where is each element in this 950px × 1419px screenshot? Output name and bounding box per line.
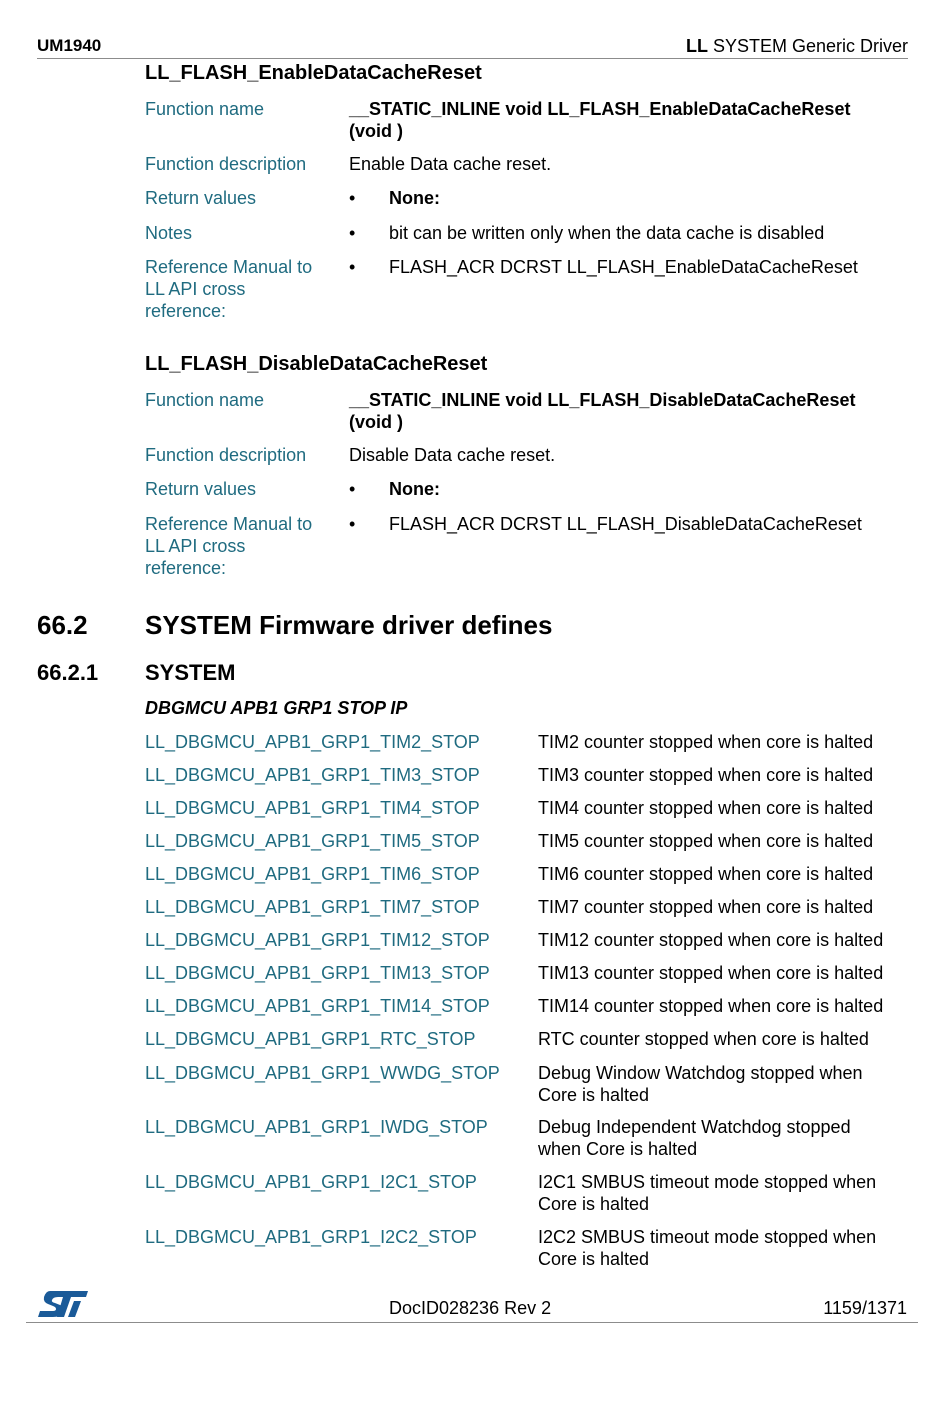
section-number: 66.2	[37, 610, 88, 640]
section-title: SYSTEM Firmware driver defines	[145, 610, 553, 640]
define-desc-line1: RTC counter stopped when core is halted	[538, 1029, 869, 1049]
bullet-icon: •	[349, 514, 356, 534]
define-description: TIM3 counter stopped when core is halted	[538, 764, 910, 786]
define-name: LL_DBGMCU_APB1_GRP1_TIM3_STOP	[145, 765, 480, 785]
reference-label-line2: LL API cross	[145, 536, 246, 556]
define-desc-line1: Debug Window Watchdog stopped when	[538, 1063, 863, 1083]
function-description-label: Function description	[145, 445, 307, 465]
define-description: TIM5 counter stopped when core is halted	[538, 830, 910, 852]
define-desc-line2: when Core is halted	[538, 1139, 698, 1159]
function-description-label: Function description	[145, 154, 307, 174]
notes-label: Notes	[145, 223, 193, 243]
reference-label-line1: Reference Manual to	[145, 514, 313, 534]
function-name-line2: (void )	[349, 121, 403, 141]
bullet-icon: •	[349, 257, 356, 277]
define-description: TIM12 counter stopped when core is halte…	[538, 929, 910, 951]
reference-label: Reference Manual to LL API cross referen…	[145, 513, 340, 579]
function-name-line1: __STATIC_INLINE void LL_FLASH_DisableDat…	[349, 390, 856, 410]
define-desc-line2: Core is halted	[538, 1194, 650, 1214]
define-desc-line1: TIM2 counter stopped when core is halted	[538, 732, 874, 752]
function-name-line1: __STATIC_INLINE void LL_FLASH_EnableData…	[349, 99, 851, 119]
define-desc-line2: Core is halted	[538, 1085, 650, 1105]
define-description: TIM4 counter stopped when core is halted	[538, 797, 910, 819]
define-name: LL_DBGMCU_APB1_GRP1_IWDG_STOP	[145, 1117, 488, 1137]
define-desc-line1: TIM5 counter stopped when core is halted	[538, 831, 874, 851]
reference-value: FLASH_ACR DCRST LL_FLASH_DisableDataCach…	[389, 514, 862, 534]
function-name-value: __STATIC_INLINE void LL_FLASH_EnableData…	[349, 98, 909, 142]
define-name: LL_DBGMCU_APB1_GRP1_I2C1_STOP	[145, 1172, 477, 1192]
function-title-disable-reset: LL_FLASH_DisableDataCacheReset	[145, 353, 488, 375]
define-desc-line1: TIM3 counter stopped when core is halted	[538, 765, 874, 785]
reference-label-line3: reference:	[145, 558, 227, 578]
page-header: UM1940 LL SYSTEM Generic Driver	[37, 34, 908, 59]
define-name: LL_DBGMCU_APB1_GRP1_TIM13_STOP	[145, 963, 490, 983]
define-description: RTC counter stopped when core is halted	[538, 1028, 910, 1050]
bullet-icon: •	[349, 223, 356, 243]
header-section-prefix: LL	[685, 36, 708, 56]
define-name: LL_DBGMCU_APB1_GRP1_TIM2_STOP	[145, 732, 480, 752]
define-name: LL_DBGMCU_APB1_GRP1_TIM5_STOP	[145, 831, 480, 851]
return-values-label: Return values	[145, 479, 257, 499]
return-values-label: Return values	[145, 188, 257, 208]
group-title: DBGMCU APB1 GRP1 STOP IP	[145, 698, 408, 718]
define-desc-line1: TIM14 counter stopped when core is halte…	[538, 996, 884, 1016]
bullet-icon: •	[349, 479, 356, 499]
reference-label-line2: LL API cross	[145, 279, 246, 299]
doc-id: DocID028236 Rev 2	[389, 1298, 552, 1318]
function-name-label: Function name	[145, 390, 265, 410]
define-desc-line2: Core is halted	[538, 1249, 650, 1269]
reference-label: Reference Manual to LL API cross referen…	[145, 256, 340, 322]
define-name: LL_DBGMCU_APB1_GRP1_WWDG_STOP	[145, 1063, 500, 1083]
subsection-number: 66.2.1	[37, 660, 99, 685]
define-name: LL_DBGMCU_APB1_GRP1_I2C2_STOP	[145, 1227, 477, 1247]
reference-label-line3: reference:	[145, 301, 227, 321]
define-desc-line1: TIM7 counter stopped when core is halted	[538, 897, 874, 917]
function-description-value: Enable Data cache reset.	[349, 154, 552, 174]
reference-value: FLASH_ACR DCRST LL_FLASH_EnableDataCache…	[389, 257, 858, 277]
define-description: TIM6 counter stopped when core is halted	[538, 863, 910, 885]
define-desc-line1: TIM13 counter stopped when core is halte…	[538, 963, 884, 983]
define-desc-line1: I2C2 SMBUS timeout mode stopped when	[538, 1227, 877, 1247]
function-name-label: Function name	[145, 99, 265, 119]
return-value: None:	[389, 479, 440, 499]
function-description-value: Disable Data cache reset.	[349, 445, 556, 465]
define-desc-line1: TIM12 counter stopped when core is halte…	[538, 930, 884, 950]
doc-code: UM1940	[37, 36, 102, 55]
st-logo-icon	[38, 1291, 88, 1317]
define-name: LL_DBGMCU_APB1_GRP1_TIM14_STOP	[145, 996, 490, 1016]
define-desc-line1: I2C1 SMBUS timeout mode stopped when	[538, 1172, 877, 1192]
define-desc-line1: Debug Independent Watchdog stopped	[538, 1117, 851, 1137]
subsection-title: SYSTEM	[145, 660, 236, 685]
define-description: TIM13 counter stopped when core is halte…	[538, 962, 910, 984]
page-footer: DocID028236 Rev 2 1159/1371	[26, 1288, 918, 1323]
page-number: 1159/1371	[823, 1298, 907, 1318]
define-name: LL_DBGMCU_APB1_GRP1_TIM6_STOP	[145, 864, 480, 884]
header-section-rest: SYSTEM Generic Driver	[707, 36, 908, 56]
define-description: TIM7 counter stopped when core is halted	[538, 896, 910, 918]
header-section-title: LL SYSTEM Generic Driver	[686, 36, 908, 57]
reference-label-line1: Reference Manual to	[145, 257, 313, 277]
define-desc-line1: TIM4 counter stopped when core is halted	[538, 798, 874, 818]
define-description: TIM2 counter stopped when core is halted	[538, 731, 910, 753]
define-name: LL_DBGMCU_APB1_GRP1_TIM12_STOP	[145, 930, 490, 950]
define-name: LL_DBGMCU_APB1_GRP1_TIM4_STOP	[145, 798, 480, 818]
define-description: TIM14 counter stopped when core is halte…	[538, 995, 910, 1017]
bullet-icon: •	[349, 188, 356, 208]
define-name: LL_DBGMCU_APB1_GRP1_RTC_STOP	[145, 1029, 476, 1049]
define-name: LL_DBGMCU_APB1_GRP1_TIM7_STOP	[145, 897, 480, 917]
define-desc-line1: TIM6 counter stopped when core is halted	[538, 864, 874, 884]
function-name-value: __STATIC_INLINE void LL_FLASH_DisableDat…	[349, 389, 909, 433]
function-name-line2: (void )	[349, 412, 403, 432]
function-title-enable-reset: LL_FLASH_EnableDataCacheReset	[145, 62, 482, 84]
return-value: None:	[389, 188, 440, 208]
note-text: bit can be written only when the data ca…	[389, 223, 825, 243]
